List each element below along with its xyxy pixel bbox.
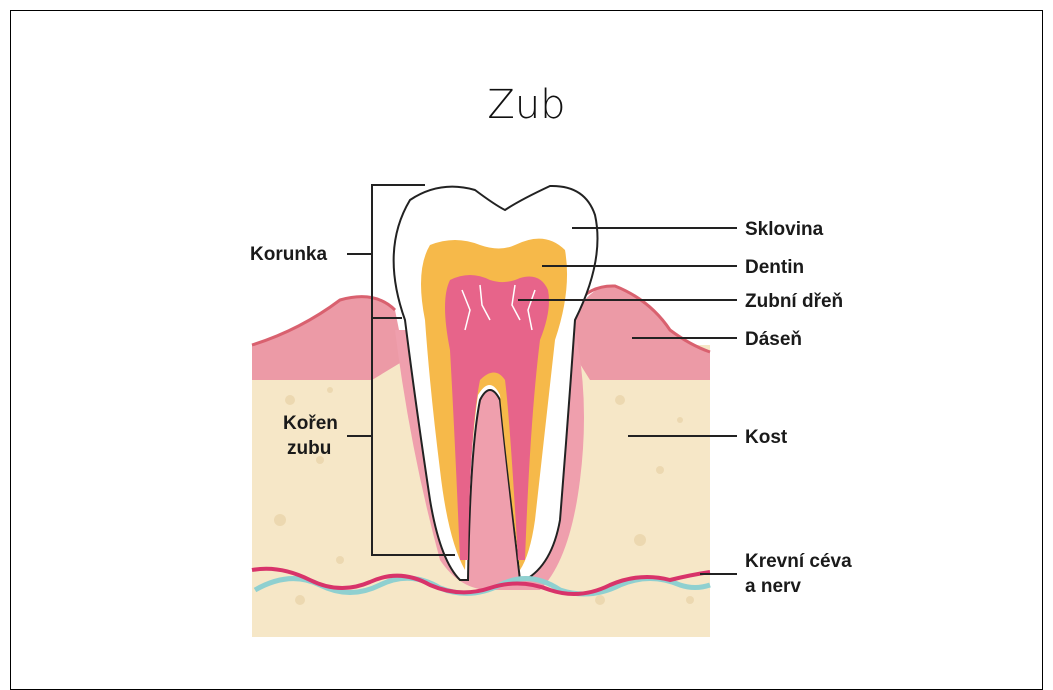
label-root-2: zubu [287, 438, 331, 459]
label-enamel: Sklovina [745, 219, 824, 240]
label-vessel-2: a nerv [745, 576, 801, 597]
label-bone: Kost [745, 427, 788, 448]
label-root-1: Kořen [283, 413, 338, 434]
label-vessel-1: Krevní céva [745, 551, 852, 572]
label-crown: Korunka [250, 244, 328, 265]
label-pulp: Zubní dřeň [745, 291, 843, 312]
label-dentin: Dentin [745, 257, 804, 278]
label-gum: Dáseň [745, 329, 802, 350]
